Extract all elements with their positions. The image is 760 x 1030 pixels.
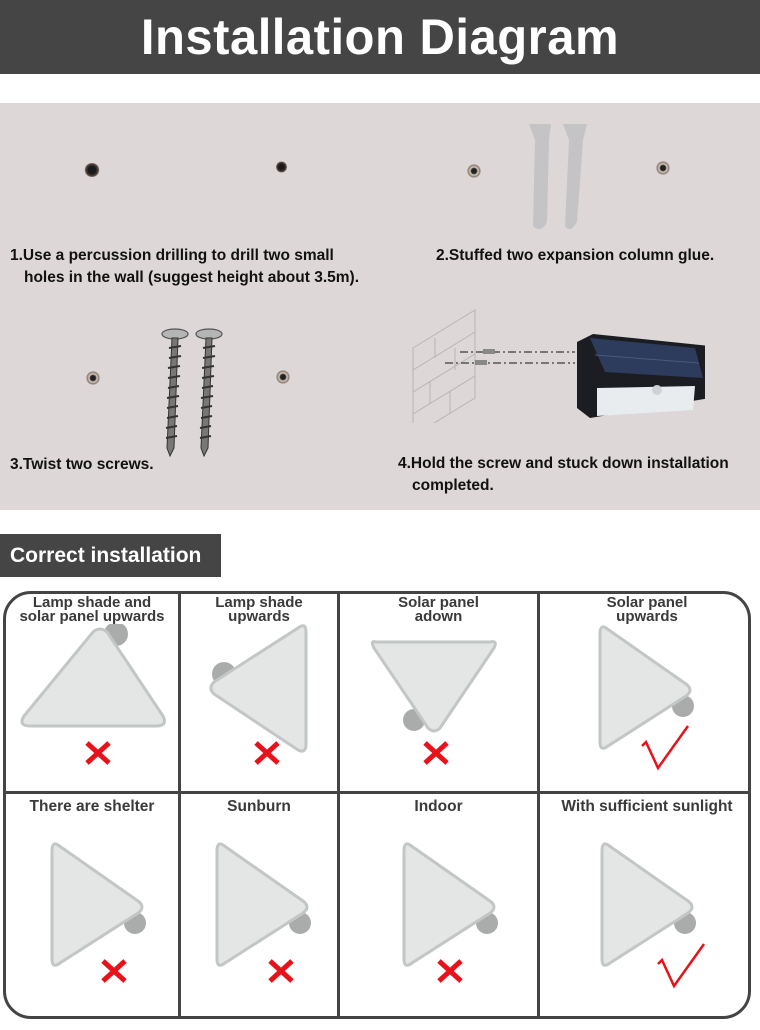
- wrong-mark-icon: [268, 959, 294, 983]
- lamp-right-icon: [600, 842, 696, 967]
- cell-title: There are shelter: [29, 798, 155, 815]
- wall-mount-illustration: [412, 309, 705, 423]
- drill-hole-icon: [656, 161, 670, 175]
- installation-steps-panel: 1.Use a percussion drilling to drill two…: [0, 103, 760, 510]
- lamp-up-icon: [20, 624, 166, 728]
- grid-cell: Indoor: [340, 794, 540, 1016]
- step-2-text: 2.Stuffed two expansion column glue.: [436, 247, 715, 264]
- expansion-plug-icon: [529, 124, 587, 230]
- page-title: Installation Diagram: [140, 9, 620, 65]
- lamp-left-icon: [209, 624, 308, 753]
- grid-cell: There are shelter: [6, 794, 181, 1016]
- screw-icon: [161, 328, 223, 458]
- correct-mark-icon: [657, 943, 706, 989]
- drill-hole-icon: [86, 371, 100, 385]
- cell-title: Indoor: [414, 798, 463, 815]
- wrong-mark-icon: [254, 741, 280, 765]
- section-title: Correct installation: [0, 534, 221, 577]
- wrong-mark-icon: [423, 741, 449, 765]
- step-4-text: 4.Hold the screw and stuck down installa…: [398, 455, 729, 494]
- correct-mark-icon: [641, 725, 690, 771]
- grid-cell: With sufficient sunlight: [540, 794, 748, 1016]
- lamp-right-icon: [50, 842, 146, 967]
- wrong-mark-icon: [85, 741, 111, 765]
- cell-title: With sufficient sunlight: [561, 798, 733, 815]
- title-banner: Installation Diagram: [0, 0, 760, 74]
- drill-hole-icon: [467, 164, 481, 178]
- lamp-right-icon: [215, 842, 311, 967]
- step-1-text: 1.Use a percussion drilling to drill two…: [10, 247, 360, 286]
- step-3-text: 3.Twist two screws.: [10, 456, 154, 473]
- wrong-mark-icon: [437, 959, 463, 983]
- drill-hole-icon: [276, 370, 290, 384]
- cell-title: Sunburn: [227, 798, 291, 815]
- wrong-mark-icon: [101, 959, 127, 983]
- lamp-down-icon: [370, 640, 497, 733]
- drill-hole-icon: [84, 163, 100, 177]
- lamp-right-icon: [598, 625, 694, 750]
- grid-cell: Sunburn: [181, 794, 340, 1016]
- lamp-right-icon: [402, 842, 498, 967]
- drill-hole-icon: [276, 161, 287, 173]
